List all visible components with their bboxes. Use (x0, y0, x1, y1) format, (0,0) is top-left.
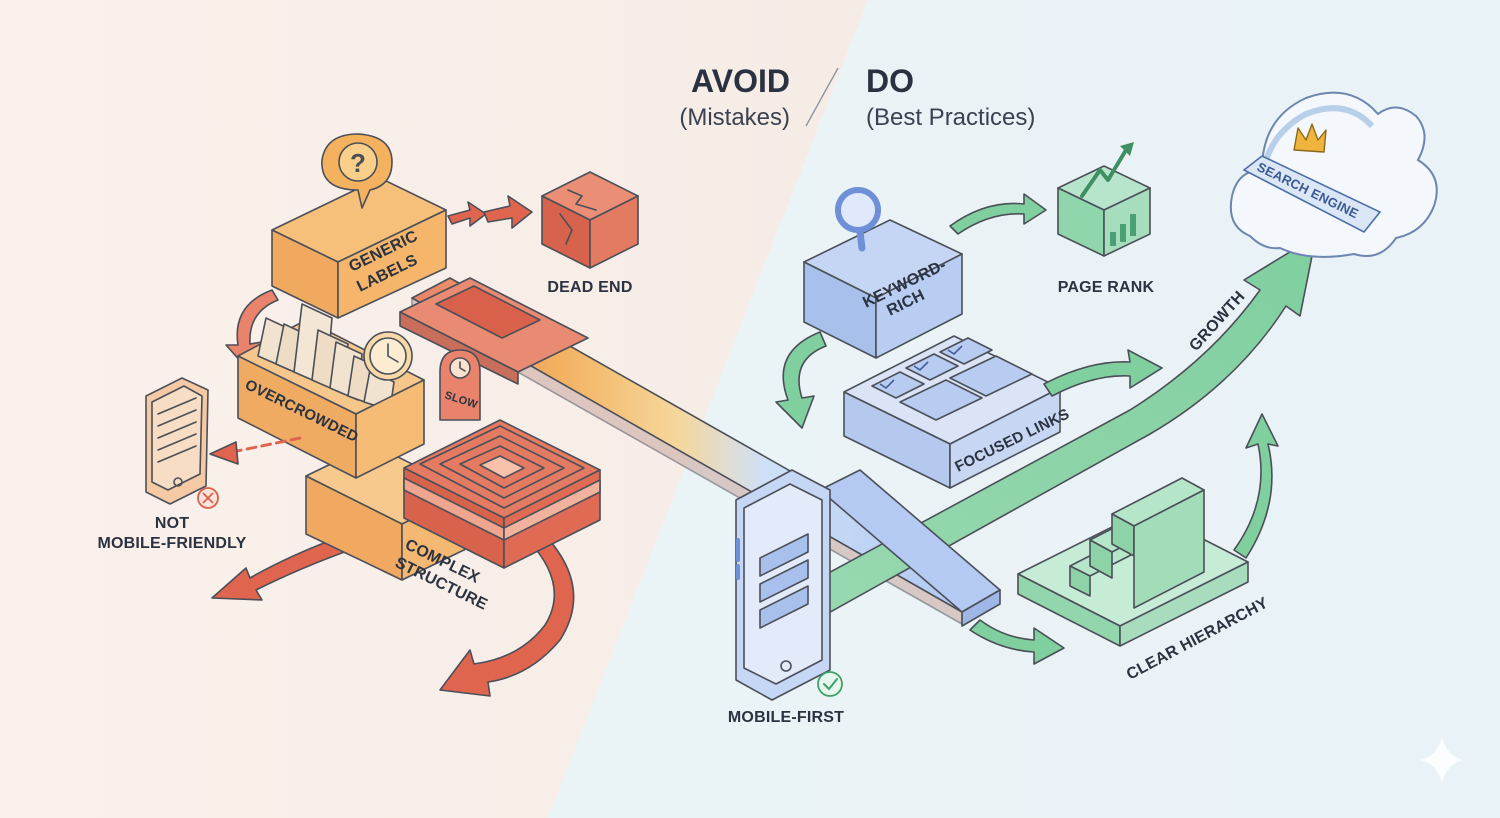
page-rank-cube-icon (1057, 165, 1151, 257)
dead-page-block (399, 277, 589, 385)
page-rank-label: PAGE RANK (1058, 279, 1155, 296)
error-cross-icon (197, 487, 219, 509)
focused-links-panel: FOCUSED LINKS (843, 335, 1072, 489)
phone-mobile-first-icon (735, 469, 831, 701)
check-icon (817, 671, 843, 697)
trend-up-icon (1080, 142, 1134, 198)
overcrowded-crate: OVERCROWDED (237, 303, 425, 479)
keyword-rich-box: KEYWORD- RICH (803, 219, 963, 359)
dead-end-label: DEAD END (547, 279, 632, 296)
files-icon (257, 303, 395, 411)
maze-icon (403, 419, 601, 569)
arrow-to-hierarchy-icon (969, 619, 1065, 665)
do-title: DO (866, 63, 914, 99)
exit-arrow-down-icon (439, 529, 575, 697)
dead-end-cube-icon (541, 171, 639, 269)
exit-arrow-left-icon (211, 534, 351, 601)
clock-icon (363, 331, 413, 381)
sparkle-icon (1420, 736, 1464, 784)
clear-hierarchy-stairs-icon (1017, 477, 1249, 647)
slow-sign-icon: SLOW (439, 349, 481, 421)
search-engine-cloud-icon: SEARCH ENGINE (1229, 91, 1438, 258)
header-divider (805, 67, 839, 127)
svg-text:?: ? (350, 148, 366, 178)
do-subtitle: (Best Practices) (866, 104, 1035, 131)
avoid-background (0, 0, 868, 818)
arrow-to-phone-icon (209, 436, 302, 465)
curved-arrow-keyword-icon (775, 331, 827, 429)
curved-arrow-hierarchy-icon (1233, 413, 1279, 559)
not-mobile-friendly-line-2: MOBILE-FRIENDLY (97, 535, 246, 552)
navigation-path-end (819, 469, 1001, 627)
question-bubble-icon: ? (321, 133, 393, 209)
mobile-first-label: MOBILE-FIRST (728, 709, 844, 726)
arrow-to-dead-end-icon (447, 195, 533, 229)
not-mobile-friendly-line-1: NOT (155, 515, 189, 532)
avoid-title: AVOID (691, 63, 790, 99)
phone-not-mobile-friendly-icon (145, 377, 209, 505)
arrow-to-page-rank-icon (949, 193, 1047, 235)
magnifier-icon (835, 187, 881, 252)
crown-icon (1293, 123, 1327, 153)
avoid-subtitle: (Mistakes) (679, 104, 790, 131)
arrow-panel-to-growth-icon (1043, 349, 1163, 397)
